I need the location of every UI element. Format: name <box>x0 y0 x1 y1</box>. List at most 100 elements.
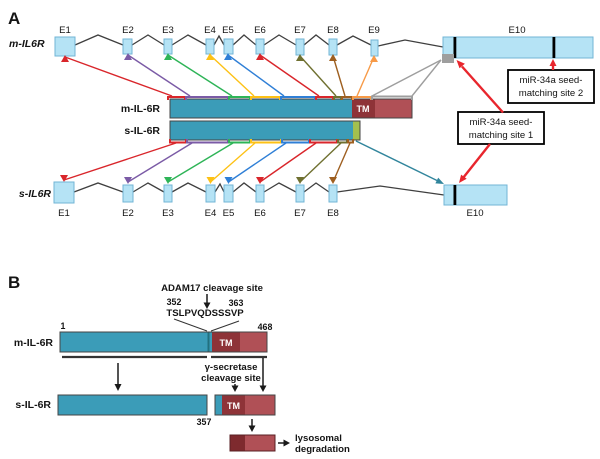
mir-site1-text-line1: miR-34a seed- <box>470 117 533 128</box>
soluble-end-pos: 357 <box>197 417 212 427</box>
mir34a-annotations: miR-34a seed- matching site 2 miR-34a se… <box>456 59 595 183</box>
intron-line <box>336 185 445 196</box>
map-line-e5 <box>227 54 285 97</box>
exon-box-e8 <box>328 38 338 56</box>
s-protein-cap <box>353 121 360 140</box>
m-protein-outline <box>59 331 268 353</box>
fragment-cterm <box>245 395 275 415</box>
map-connector-e10 <box>442 54 454 63</box>
s-protein-body <box>170 121 353 140</box>
map-line-e1 <box>64 56 173 97</box>
intron-line <box>171 34 207 46</box>
map-arrowhead-e1 <box>60 175 68 182</box>
protein-start-pos: 1 <box>61 321 66 331</box>
map-line-e7 <box>299 142 342 183</box>
map-line-e10a <box>371 59 442 97</box>
bottom-gene-s-il6r: s-IL6R E1 E2 E3 E4 E5 E6 E7 <box>19 181 508 219</box>
intron-line <box>232 182 257 193</box>
panel-b-label: B <box>8 273 20 292</box>
s-il6r-protein-b: s-IL-6R 357 <box>15 394 212 427</box>
exon-box-e1 <box>54 36 76 57</box>
exon-label: E8 <box>327 25 339 36</box>
s-protein-body <box>58 395 207 415</box>
m-protein-label: m-IL-6R <box>14 337 54 349</box>
m-protein-tm <box>212 332 240 352</box>
intron-line <box>232 34 257 46</box>
exon-label: E6 <box>254 208 266 219</box>
lysosomal-arrowhead <box>283 439 290 447</box>
sequence-pointer-left <box>173 318 208 332</box>
exon-box-e3 <box>163 38 173 55</box>
tm-label: TM <box>220 338 233 348</box>
exon-box-e7 <box>295 38 305 56</box>
fragment-stub <box>215 395 222 415</box>
mir34a-site2-marker <box>552 37 556 58</box>
mir-site2-callout-box <box>507 69 595 104</box>
map-line-e10b <box>411 59 442 97</box>
top-exon-mapping-lines <box>61 53 454 97</box>
exon-box-e5 <box>223 184 234 203</box>
gamma-arrow-long-head <box>259 385 267 392</box>
mir-site1-callout-box <box>457 111 545 145</box>
bottom-gene-name: s-IL6R <box>19 188 52 200</box>
intron-line <box>263 182 297 193</box>
exon-label: E10 <box>508 25 525 36</box>
exon-label: E7 <box>294 25 306 36</box>
exon-box-e4 <box>205 38 215 55</box>
s-protein-outline <box>57 394 208 416</box>
site2-arrow-up-head <box>549 59 557 66</box>
mir-site2-text-line1: miR-34a seed- <box>520 75 583 86</box>
cleavage-end-pos: 363 <box>229 298 244 308</box>
m-il6r-protein-b: 1 468 m-IL-6R TM <box>14 321 272 359</box>
tm-label: TM <box>227 401 240 411</box>
cleavage-sequence: TSLPVQDSSSVP <box>166 308 244 319</box>
exon-label: E2 <box>122 208 134 219</box>
segment-e8 <box>347 139 354 144</box>
panel-a: A m-IL6R <box>8 9 595 219</box>
intron-line <box>131 34 165 46</box>
cleavage-start-pos: 352 <box>167 297 182 307</box>
map-line-e8 <box>332 55 346 97</box>
intron-line <box>303 182 330 193</box>
map-line-e6 <box>259 54 320 97</box>
intron-line <box>213 34 225 46</box>
sequence-pointer-right <box>210 320 240 332</box>
mir34a-site1-marker <box>453 37 457 58</box>
intron-line <box>336 35 372 46</box>
map-line-e2 <box>127 54 191 97</box>
map-arrowhead-e8 <box>329 54 337 61</box>
top-gene-name: m-IL6R <box>9 38 45 50</box>
exon-box-e6 <box>255 184 265 203</box>
m-il6r-protein-bar: m-IL-6R TM <box>121 95 413 119</box>
map-line-e1 <box>63 142 177 181</box>
segment-e10 <box>371 95 413 100</box>
shedding-arrowhead <box>114 384 122 391</box>
site1-arrow-down-head <box>459 174 467 183</box>
exon-label: E9 <box>368 25 380 36</box>
exon-label: E4 <box>204 25 216 36</box>
map-arrowhead-e1 <box>61 55 69 62</box>
gamma-secretase-line2: cleavage site <box>201 373 261 384</box>
intron-line <box>73 182 124 193</box>
exon-box-e6 <box>255 38 265 55</box>
degradation-arrow-down-head <box>248 425 256 432</box>
gamma-secretase-annotation: γ-secretase cleavage site <box>114 358 267 392</box>
intron-line <box>214 182 225 193</box>
s-protein-outline <box>169 120 361 141</box>
mir34a-site1-marker <box>453 185 457 205</box>
tm-fragment: TM <box>214 394 276 432</box>
intron-line <box>377 39 444 48</box>
exon-label: E7 <box>294 208 306 219</box>
map-line-e4 <box>210 142 256 183</box>
map-arrowhead-e6 <box>256 53 264 60</box>
lysosomal-label-line2: degradation <box>295 444 350 455</box>
exon-box-e4 <box>205 184 216 203</box>
exon-box-e5 <box>223 38 234 55</box>
fragment-outline <box>214 394 276 416</box>
exon-box-e8 <box>328 184 338 203</box>
exon-label: E3 <box>162 25 174 36</box>
exon-box-e9 <box>370 39 379 57</box>
degraded-light-part <box>245 435 275 451</box>
